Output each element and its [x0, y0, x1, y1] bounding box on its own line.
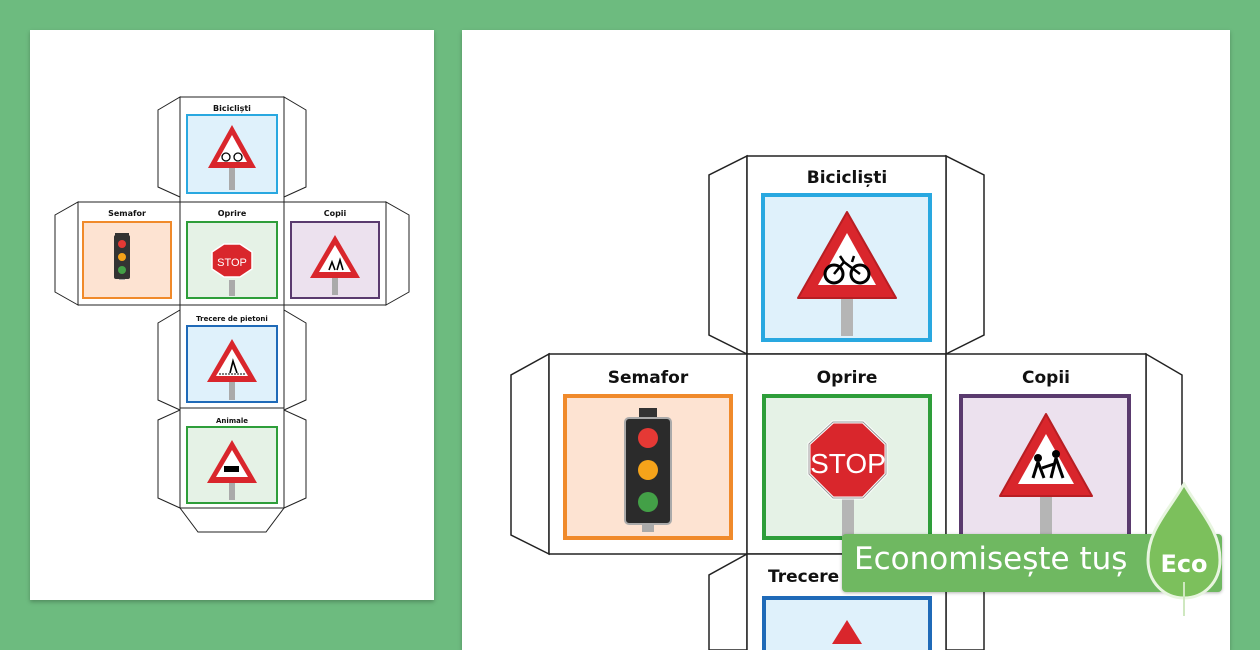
eco-badge-text: Economisește tuș [854, 541, 1128, 577]
face-label-left: Semafor [608, 368, 689, 388]
face-label-left-small: Semafor [108, 209, 146, 218]
bicycle-sign-icon [797, 211, 897, 336]
stop-sign-icon: STOP [807, 420, 888, 538]
cube-net-large: STOP Bicicliști Semafor Oprire Copii Tre… [510, 154, 1183, 650]
traffic-light-icon [114, 233, 130, 280]
face-label-right: Copii [1022, 368, 1070, 388]
pedestrian-sign-icon [207, 339, 257, 400]
children-sign-icon [310, 235, 360, 295]
face-label-bottom1-small: Trecere de pietoni [196, 315, 268, 323]
face-label-bottom2-small: Animale [216, 417, 248, 425]
small-page-preview: STOP Bicicliști Semafor Oprire Copii Tre… [30, 30, 434, 600]
face-label-center-small: Oprire [218, 209, 247, 218]
face-label-top-small: Bicicliști [213, 104, 251, 114]
face-label-top: Bicicliști [807, 168, 888, 188]
cube-net-small: STOP Bicicliști Semafor Oprire Copii Tre… [54, 96, 410, 533]
bicycle-sign-icon [208, 125, 256, 190]
face-label-right-small: Copii [324, 209, 347, 218]
children-sign-icon [999, 413, 1093, 536]
stop-label: STOP [810, 448, 886, 479]
face-label-bottom1: Trecere d [768, 567, 857, 587]
eco-label: Eco [1160, 550, 1207, 578]
cow-sign-icon [207, 440, 257, 500]
face-label-center: Oprire [817, 368, 878, 388]
leaf-icon: Eco [1146, 482, 1222, 616]
stop-label-small: STOP [217, 257, 247, 269]
stop-sign-icon: STOP [211, 243, 253, 296]
traffic-light-icon [624, 408, 672, 532]
